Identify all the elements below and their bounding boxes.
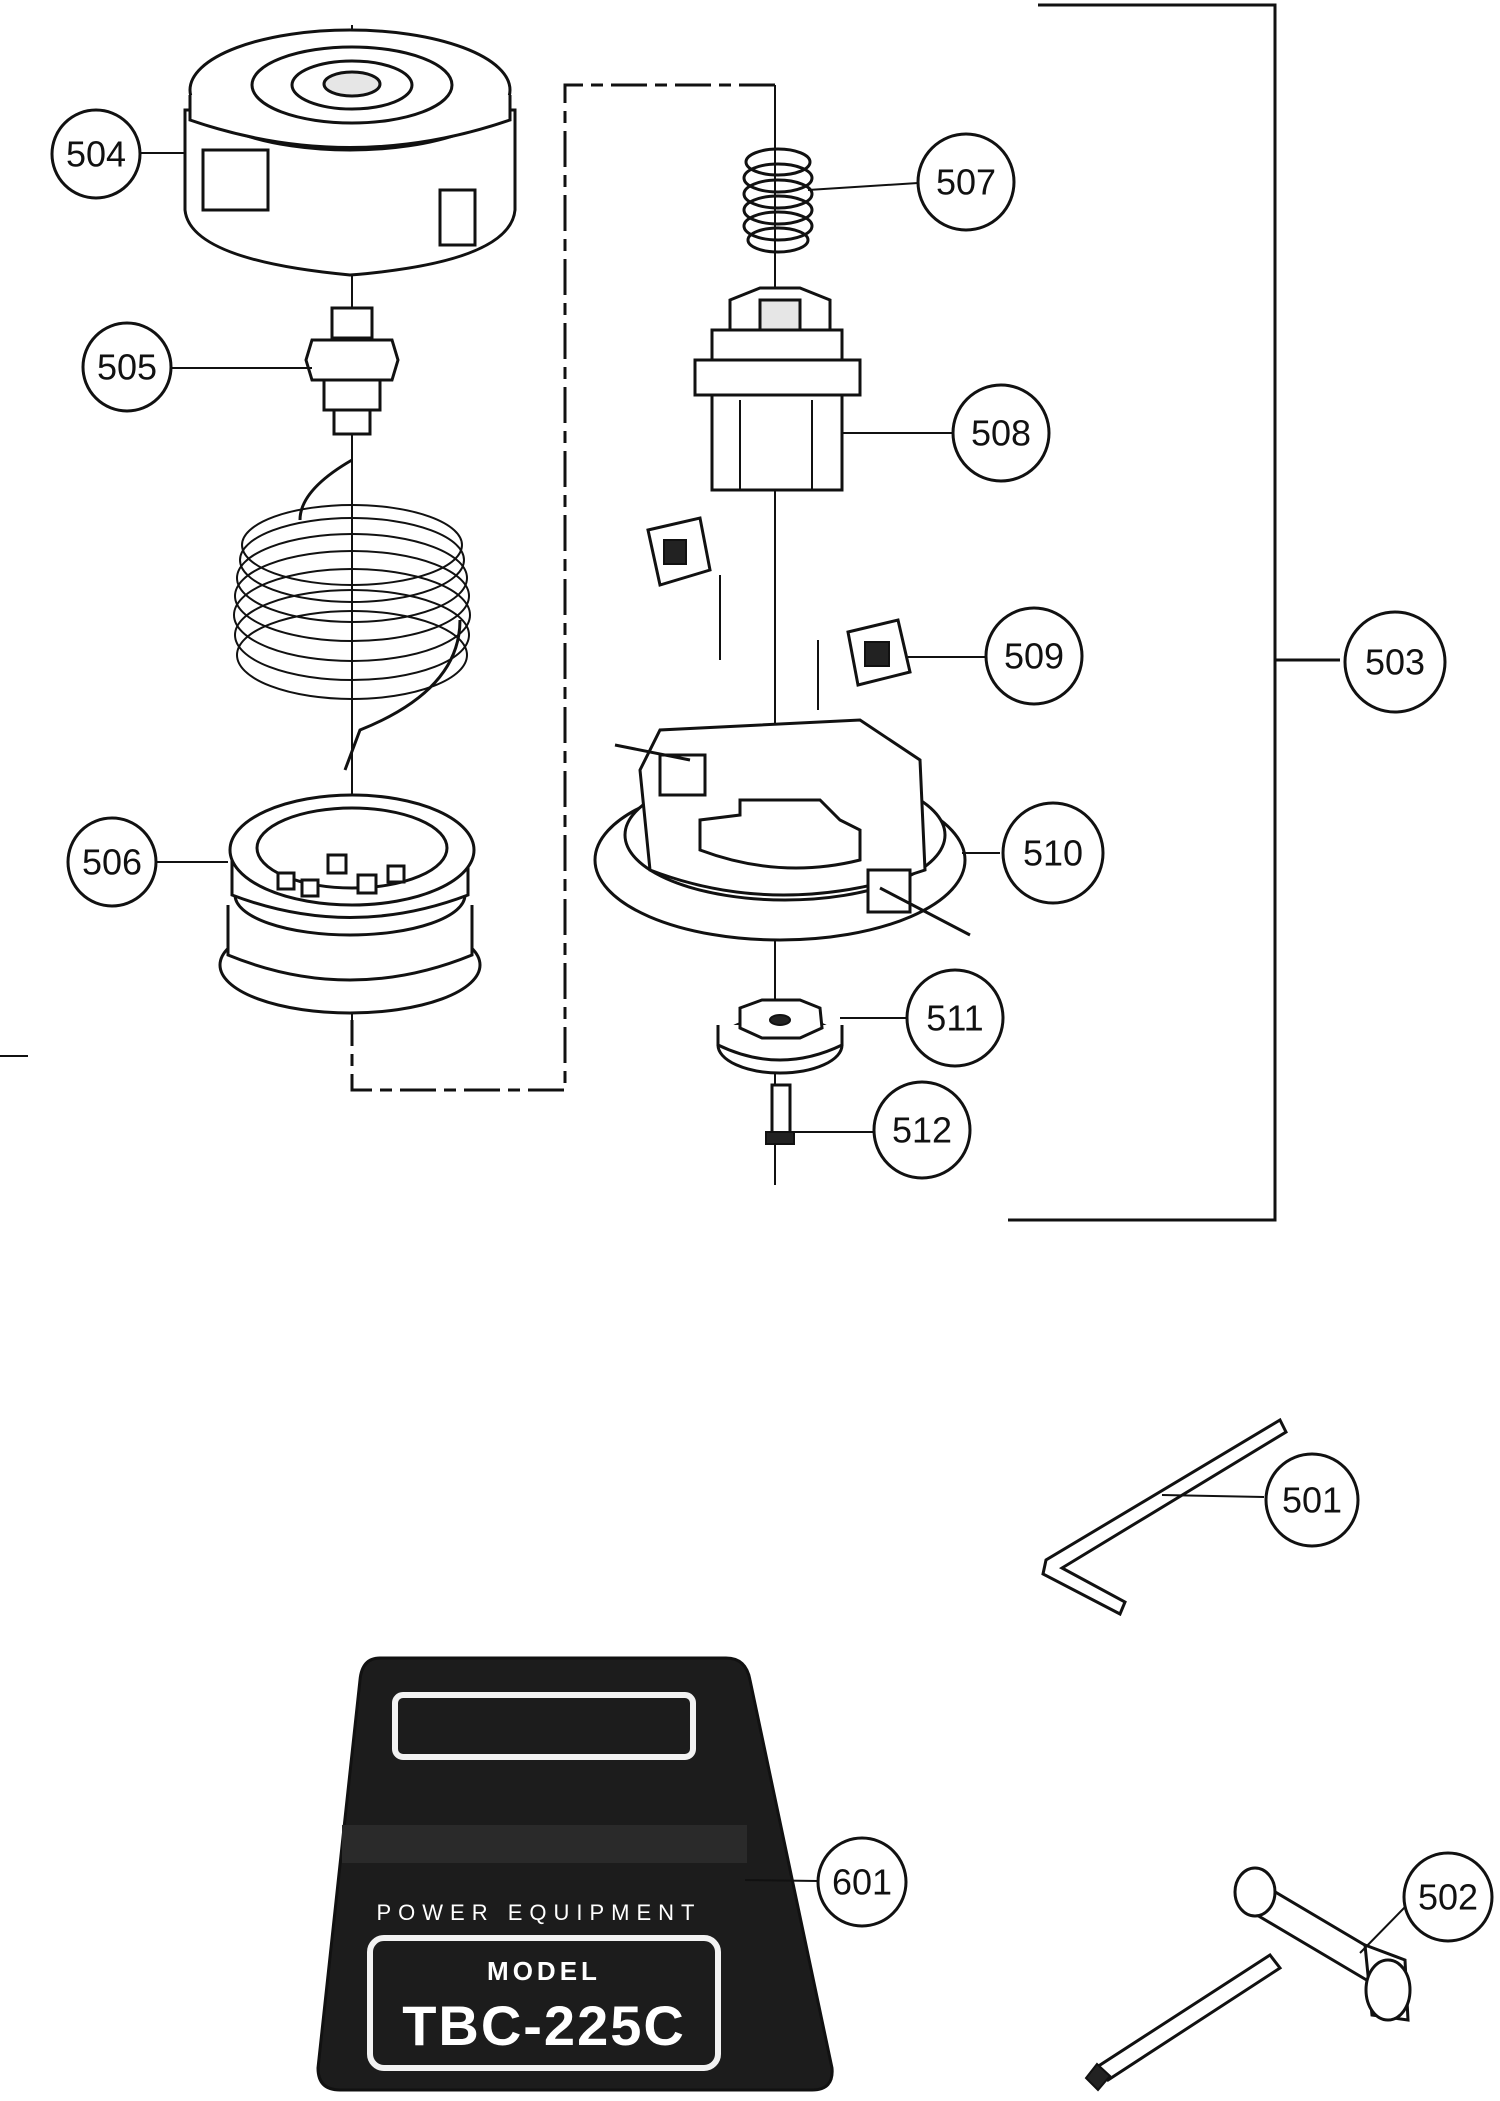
- spring-part: [742, 147, 814, 254]
- brand-line: POWER EQUIPMENT: [376, 1900, 701, 1925]
- knob-part: [716, 998, 844, 1075]
- callout-508: 508: [951, 383, 1051, 483]
- cleat-part-509: [817, 618, 912, 710]
- cleat-part-upper: [646, 516, 721, 660]
- dashed-connector: [350, 83, 776, 1092]
- svg-text:508: 508: [971, 413, 1031, 454]
- t-wrench-part: [1084, 1866, 1412, 2092]
- callout-504: 504: [50, 108, 142, 200]
- svg-text:512: 512: [892, 1110, 952, 1151]
- screw-part: [765, 1083, 795, 1145]
- callout-509: 509: [984, 606, 1084, 706]
- spool-part: [218, 793, 482, 1015]
- callout-502: 502: [1402, 1851, 1494, 1943]
- svg-text:509: 509: [1004, 636, 1064, 677]
- callout-503: 503: [1343, 610, 1447, 714]
- svg-text:506: 506: [82, 842, 142, 883]
- trimmer-line-coil: [233, 458, 471, 771]
- callout-501: 501: [1264, 1452, 1360, 1548]
- leader-lines: [0, 152, 1407, 1954]
- svg-text:504: 504: [66, 134, 126, 175]
- housing-part: [593, 718, 971, 942]
- model-caption: MODEL: [487, 1956, 601, 1986]
- model-number: TBC-225C: [402, 1994, 686, 2057]
- callout-601: 601: [816, 1836, 908, 1928]
- svg-text:501: 501: [1282, 1480, 1342, 1521]
- callout-510: 510: [1001, 801, 1105, 905]
- hub-part: [693, 286, 862, 492]
- callout-505: 505: [81, 321, 173, 413]
- svg-text:601: 601: [832, 1862, 892, 1903]
- svg-text:502: 502: [1418, 1877, 1478, 1918]
- svg-text:505: 505: [97, 347, 157, 388]
- svg-text:511: 511: [926, 998, 983, 1039]
- callout-506: 506: [66, 816, 158, 908]
- callout-512: 512: [872, 1080, 972, 1180]
- threaded-bolt-part: [304, 306, 400, 436]
- svg-text:507: 507: [936, 162, 996, 203]
- svg-text:510: 510: [1023, 833, 1083, 874]
- callout-507: 507: [916, 132, 1016, 232]
- outer-cover-part: [183, 28, 517, 277]
- svg-text:503: 503: [1365, 642, 1425, 683]
- assembly-bracket-503: [1008, 3, 1340, 1222]
- hex-key-part: [1041, 1417, 1288, 1617]
- callout-511: 511: [905, 968, 1005, 1068]
- label-decal: POWER EQUIPMENT MODEL TBC-225C: [316, 1656, 834, 2092]
